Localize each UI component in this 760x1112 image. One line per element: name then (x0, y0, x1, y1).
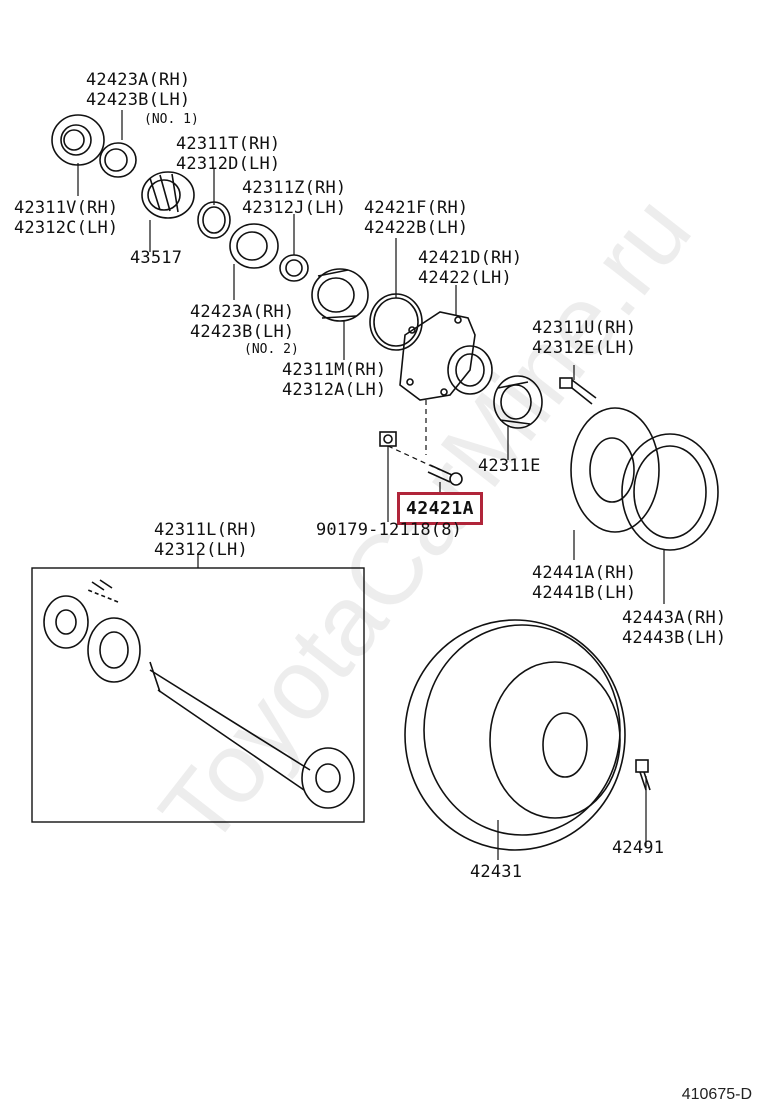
axle-shaft-part (43, 579, 355, 809)
part-note: (NO. 1) (144, 112, 199, 127)
part-label: 42312A(LH) (282, 380, 387, 400)
part-note: (NO. 2) (244, 342, 299, 357)
part-label: 42421D(RH) (418, 248, 523, 268)
part-label: 42311E (478, 456, 541, 476)
drum-bolt-part (635, 759, 651, 791)
part-label: 43517 (130, 248, 183, 268)
part-label: 42443A(RH) (622, 608, 727, 628)
oil-seal-part (51, 114, 105, 166)
part-label: 42311L(RH) (154, 520, 259, 540)
leader-lines (77, 110, 665, 860)
bearing-42311M (311, 268, 369, 322)
gasket-part (621, 433, 719, 551)
part-label: 42443B(LH) (622, 628, 727, 648)
o-ring-part (369, 293, 423, 351)
bearing-race-no1 (99, 142, 137, 178)
part-label: 42311V(RH) (14, 198, 119, 218)
part-label: 42311M(RH) (282, 360, 387, 380)
part-label: 42441A(RH) (532, 563, 637, 583)
part-label: 42312J(LH) (242, 198, 347, 218)
part-label: 42423A(RH) (190, 302, 295, 322)
spacer-part (279, 254, 309, 282)
part-label: 42312E(LH) (532, 338, 637, 358)
part-label: 90179-12118(8) (316, 520, 463, 540)
part-label: 42441B(LH) (532, 583, 637, 603)
part-label: 42312C(LH) (14, 218, 119, 238)
brake-drum-part (404, 619, 626, 851)
roller-bearing-part (141, 171, 195, 219)
hub-bolt-part (559, 377, 597, 405)
diagram-code: 410675-D (681, 1086, 752, 1103)
snap-ring-part (197, 201, 231, 239)
bearing-race-no2 (229, 223, 279, 269)
part-label: 42422(LH) (418, 268, 512, 288)
part-label: 42423B(LH) (190, 322, 295, 342)
backing-plate-part (570, 407, 660, 533)
part-label: 42312D(LH) (176, 154, 281, 174)
part-label: 42491 (612, 838, 665, 858)
highlighted-part-label: 42421A (406, 498, 475, 519)
nut-part (379, 431, 397, 447)
part-label: 42311U(RH) (532, 318, 637, 338)
part-label: 42311Z(RH) (242, 178, 347, 198)
part-label: 42423B(LH) (86, 90, 191, 110)
highlighted-part-box[interactable]: 42421A (397, 492, 484, 525)
part-label: 42431 (470, 862, 523, 882)
oil-seal-42311E (493, 375, 543, 429)
part-label: 42312(LH) (154, 540, 248, 560)
part-label: 42311T(RH) (176, 134, 281, 154)
part-label: 42421F(RH) (364, 198, 469, 218)
axle-shaft-inset (31, 567, 365, 823)
hub-bolt-42421A (427, 464, 463, 486)
part-label: 42422B(LH) (364, 218, 469, 238)
part-label: 42423A(RH) (86, 70, 191, 90)
axle-hub-part (399, 311, 493, 401)
